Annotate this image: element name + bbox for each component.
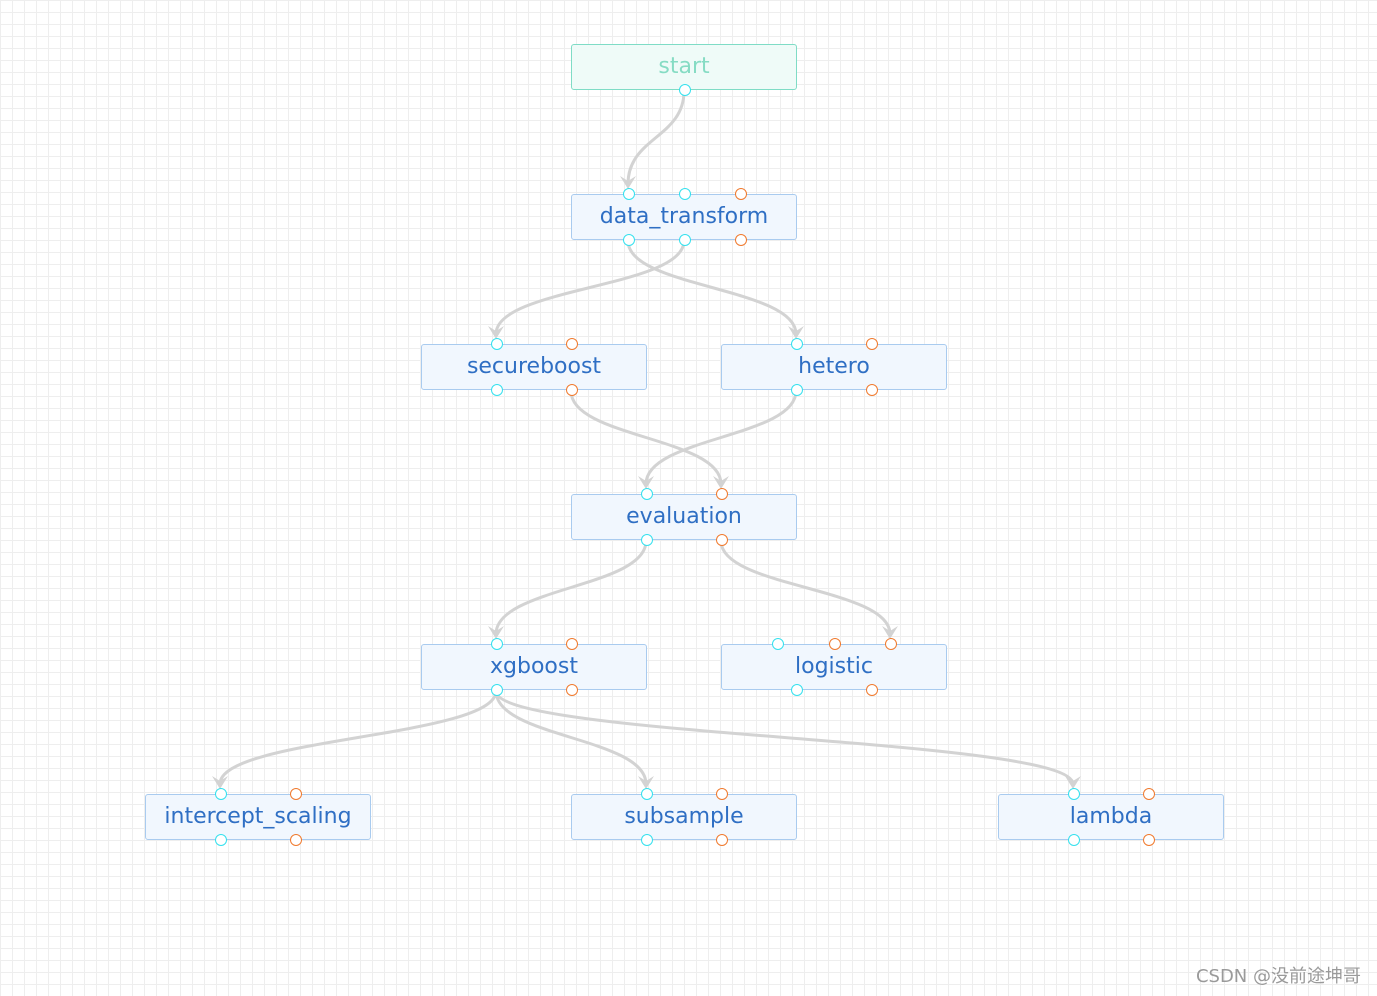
input-data-port[interactable] — [215, 788, 227, 800]
node-label: hetero — [798, 354, 870, 379]
node-label: lambda — [1069, 804, 1153, 829]
output-data-port[interactable] — [791, 384, 803, 396]
node-subsample[interactable]: subsample — [571, 788, 797, 846]
output-data-port[interactable] — [491, 384, 503, 396]
output-data-port[interactable] — [215, 834, 227, 846]
node-intercept-scaling[interactable]: intercept_scaling — [145, 788, 371, 846]
input-model-port[interactable] — [885, 638, 897, 650]
output-model-port[interactable] — [566, 384, 578, 396]
node-hetero[interactable]: hetero — [721, 338, 947, 396]
input-data-port[interactable] — [1068, 788, 1080, 800]
edge-secureboost-to-evaluation — [569, 390, 723, 485]
edge-data-transform-to-secureboost — [494, 240, 686, 335]
output-model-port[interactable] — [566, 684, 578, 696]
node-label: intercept_scaling — [164, 804, 352, 829]
watermark: CSDN @没前途坤哥 — [1195, 966, 1361, 987]
input-model-port[interactable] — [735, 188, 747, 200]
node-label: start — [658, 54, 710, 79]
input-model-port[interactable] — [866, 338, 878, 350]
output-data-port[interactable] — [623, 234, 635, 246]
node-evaluation[interactable]: evaluation — [571, 488, 797, 546]
node-data-transform[interactable]: data_transform — [571, 188, 797, 246]
output-data-port[interactable] — [1068, 834, 1080, 846]
input-model-port[interactable] — [716, 788, 728, 800]
input-model-port[interactable] — [290, 788, 302, 800]
edge-start-to-data-transform — [626, 90, 686, 185]
node-start[interactable]: start — [571, 44, 797, 96]
node-label: logistic — [795, 654, 873, 679]
node-xgboost[interactable]: xgboost — [421, 638, 647, 696]
node-logistic[interactable]: logistic — [721, 638, 947, 696]
output-data-port[interactable] — [679, 234, 691, 246]
input-data-port[interactable] — [772, 638, 784, 650]
input-data-port[interactable] — [491, 338, 503, 350]
input-data-port[interactable] — [641, 788, 653, 800]
output-model-port[interactable] — [735, 234, 747, 246]
input-data-port[interactable] — [623, 188, 635, 200]
node-secureboost[interactable]: secureboost — [421, 338, 647, 396]
edge-xgboost-to-intercept-scaling — [218, 690, 498, 785]
input-data-port[interactable] — [679, 188, 691, 200]
output-data-port[interactable] — [791, 684, 803, 696]
node-label: evaluation — [626, 504, 742, 529]
node-label: secureboost — [466, 354, 602, 379]
output-model-port[interactable] — [716, 534, 728, 546]
input-model-port[interactable] — [716, 488, 728, 500]
output-model-port[interactable] — [716, 834, 728, 846]
input-data-port[interactable] — [491, 638, 503, 650]
output-model-port[interactable] — [290, 834, 302, 846]
node-label: subsample — [624, 804, 744, 829]
input-model-port[interactable] — [566, 338, 578, 350]
input-data-port[interactable] — [641, 488, 653, 500]
node-lambda[interactable]: lambda — [998, 788, 1224, 846]
edge-evaluation-to-xgboost — [494, 540, 648, 635]
input-model-port[interactable] — [566, 638, 578, 650]
input-model-port[interactable] — [1143, 788, 1155, 800]
edge-hetero-to-evaluation — [644, 390, 798, 485]
input-model-port[interactable] — [829, 638, 841, 650]
output-model-port[interactable] — [1143, 834, 1155, 846]
input-data-port[interactable] — [791, 338, 803, 350]
edge-xgboost-to-lambda — [494, 690, 1075, 785]
output-model-port[interactable] — [866, 384, 878, 396]
output-data-port[interactable] — [679, 84, 691, 96]
output-data-port[interactable] — [641, 834, 653, 846]
node-label: data_transform — [599, 204, 769, 229]
node-label: xgboost — [490, 654, 578, 679]
edge-xgboost-to-subsample — [494, 690, 648, 785]
edge-evaluation-to-logistic — [719, 540, 892, 635]
output-data-port[interactable] — [641, 534, 653, 546]
output-model-port[interactable] — [866, 684, 878, 696]
edge-data-transform-to-hetero — [626, 240, 798, 335]
output-data-port[interactable] — [491, 684, 503, 696]
